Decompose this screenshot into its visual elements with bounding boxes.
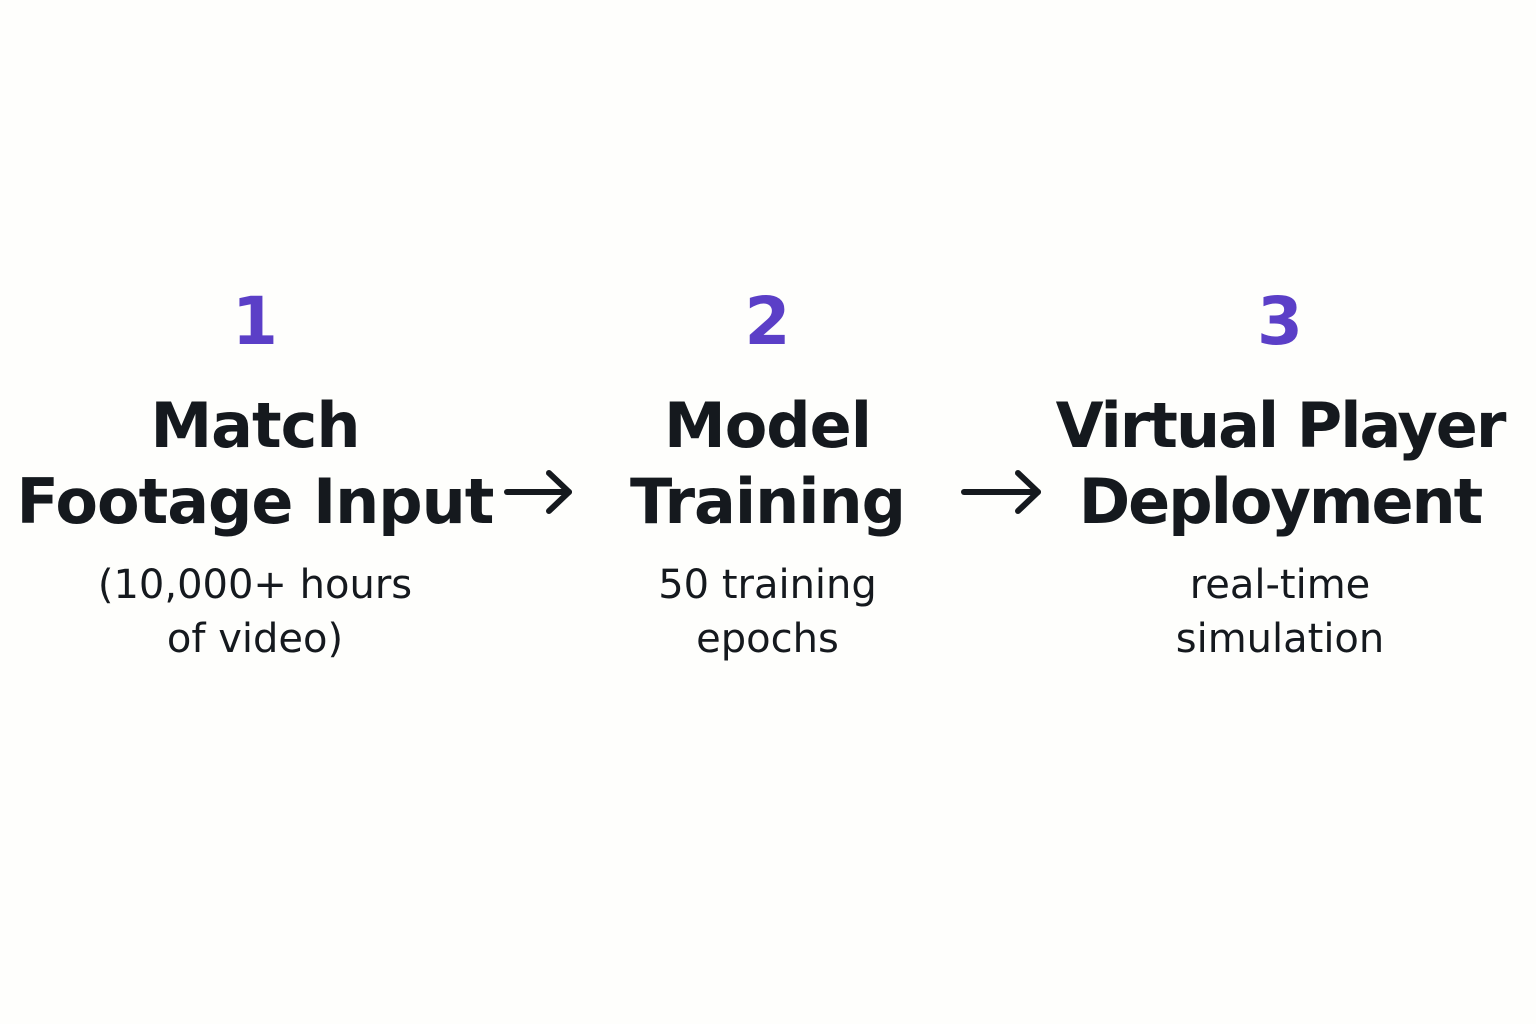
step-title: Virtual Player Deployment bbox=[1055, 388, 1507, 540]
step-title: Match Footage Input bbox=[16, 388, 495, 540]
step-detail-line: of video) bbox=[166, 616, 344, 662]
step-detail-line: simulation bbox=[1175, 616, 1385, 662]
step-detail-line: real-time bbox=[1189, 562, 1371, 608]
step-3: 3 Virtual Player Deployment real-time si… bbox=[1030, 280, 1530, 666]
step-title: Model Training bbox=[629, 388, 906, 540]
right-arrow-icon bbox=[503, 466, 577, 518]
arrow-graphic bbox=[504, 470, 572, 514]
step-detail-line: 50 training bbox=[658, 562, 877, 608]
step-detail-line: epochs bbox=[696, 616, 839, 662]
step-title-line: Deployment bbox=[1078, 465, 1484, 538]
step-number: 1 bbox=[232, 283, 278, 360]
right-arrow-icon bbox=[960, 466, 1046, 518]
step-number: 2 bbox=[744, 283, 791, 360]
step-1: 1 Match Footage Input (10,000+ hours of … bbox=[10, 280, 500, 666]
arrow-graphic bbox=[961, 470, 1041, 514]
step-title-line: Model bbox=[664, 389, 872, 462]
step-title-line: Virtual Player bbox=[1055, 389, 1507, 462]
step-detail: real-time simulation bbox=[1176, 558, 1385, 666]
step-2: 2 Model Training 50 training epochs bbox=[520, 280, 1015, 666]
step-detail: (10,000+ hours of video) bbox=[98, 558, 412, 666]
step-number: 3 bbox=[1257, 283, 1303, 360]
step-detail: 50 training epochs bbox=[658, 558, 877, 666]
step-title-line: Match bbox=[150, 389, 360, 462]
step-title-line: Training bbox=[629, 465, 906, 538]
step-detail-line: (10,000+ hours bbox=[97, 562, 413, 608]
step-title-line: Footage Input bbox=[16, 465, 495, 538]
